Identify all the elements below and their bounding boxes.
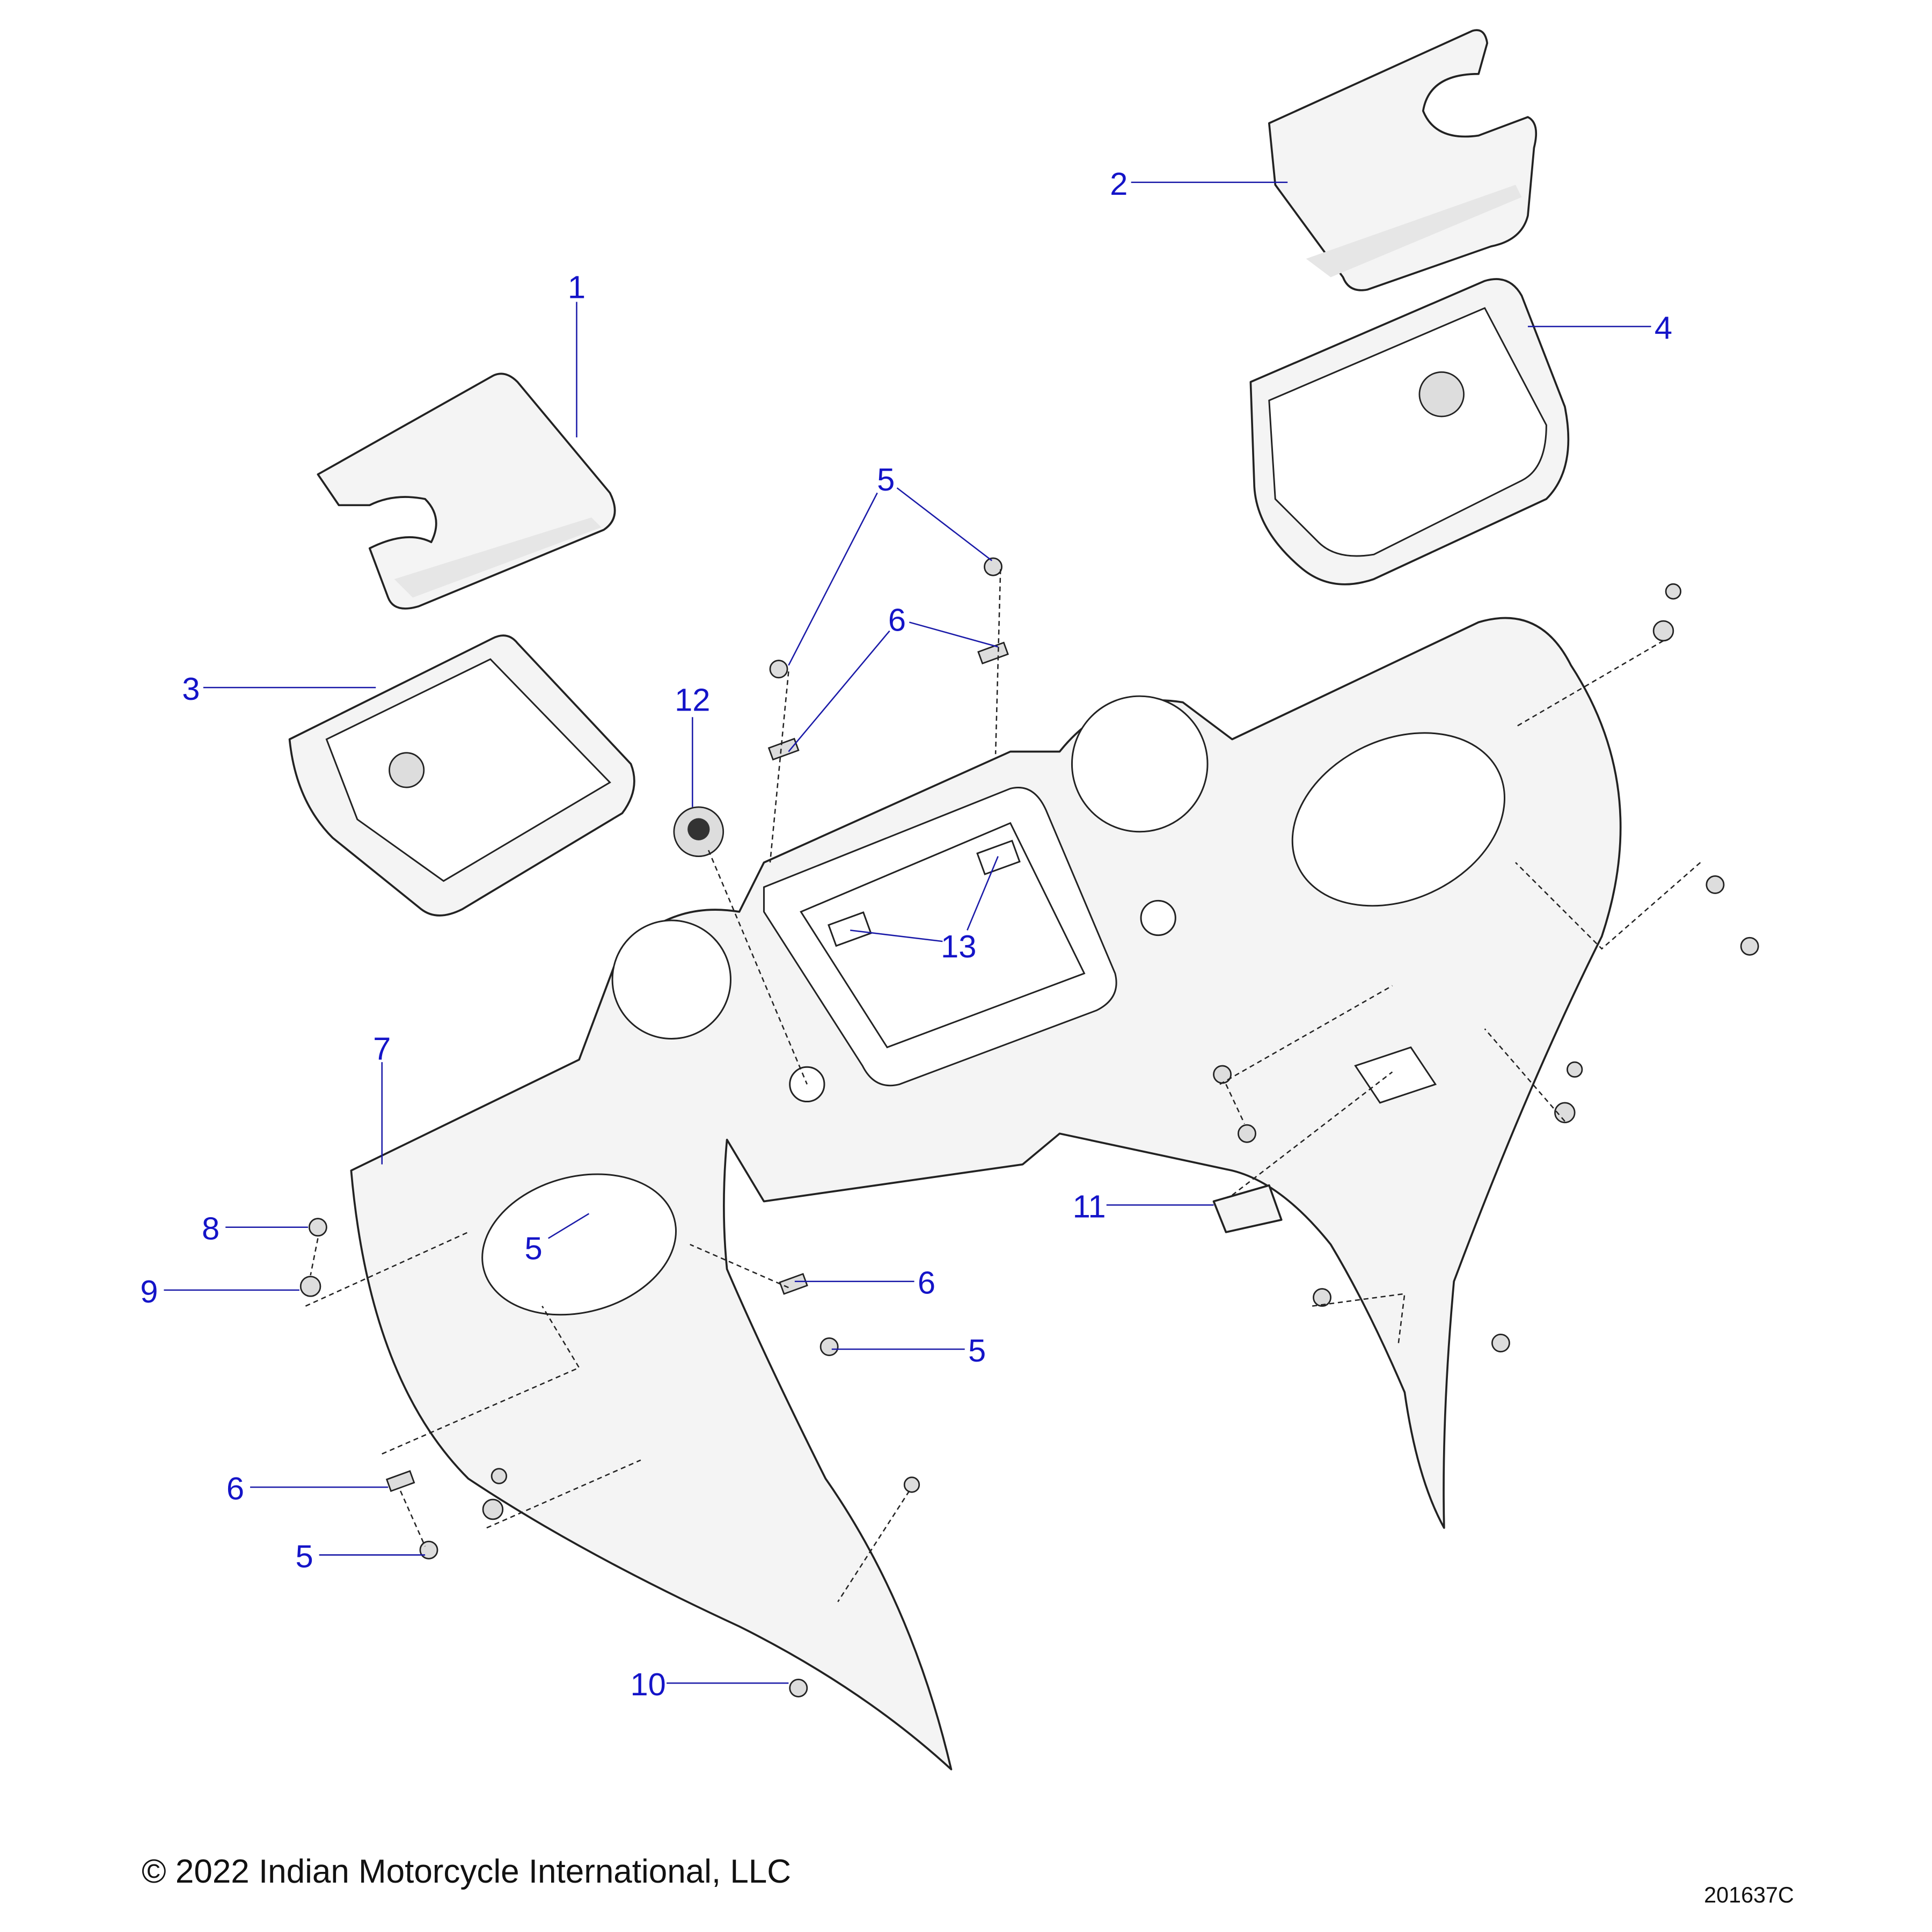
callout-2: 2 (1110, 166, 1128, 202)
callout-1: 1 (568, 269, 586, 305)
part-3-left-frame (288, 634, 635, 917)
callout-3: 3 (182, 671, 200, 707)
callout-labels: 1 2 3 4 5 6 12 13 7 8 9 5 6 5 11 6 5 10 (140, 166, 1672, 1702)
callout-6-low: 6 (226, 1470, 244, 1506)
callout-9: 9 (140, 1274, 158, 1309)
part-1-left-cover (317, 372, 616, 610)
callout-5-left: 5 (525, 1230, 543, 1266)
callout-11: 11 (1073, 1188, 1106, 1224)
callout-5-top: 5 (877, 462, 895, 497)
callout-8: 8 (202, 1211, 219, 1247)
callout-4: 4 (1655, 310, 1672, 346)
callout-10: 10 (630, 1666, 665, 1702)
drawing-number: 201637C (1704, 1883, 1794, 1907)
fasteners (299, 557, 1759, 1697)
part-2-right-cover (1268, 29, 1538, 291)
part-4-right-frame (1249, 278, 1570, 586)
callout-6-mid: 6 (918, 1265, 935, 1301)
leader-lines (164, 181, 1651, 1684)
callout-13: 13 (941, 928, 976, 964)
part-11-cap (1212, 1184, 1283, 1233)
callout-5-mid: 5 (968, 1333, 986, 1368)
copyright-text: © 2022 Indian Motorcycle International, … (142, 1853, 791, 1890)
callout-6-top: 6 (888, 602, 906, 638)
callout-5-low: 5 (295, 1538, 313, 1574)
assembly-lines (305, 569, 1701, 1602)
callout-12: 12 (675, 682, 710, 718)
part-12-grommet (673, 806, 724, 858)
inner-fairing-assembly (350, 617, 1622, 1770)
callout-7: 7 (373, 1030, 391, 1066)
